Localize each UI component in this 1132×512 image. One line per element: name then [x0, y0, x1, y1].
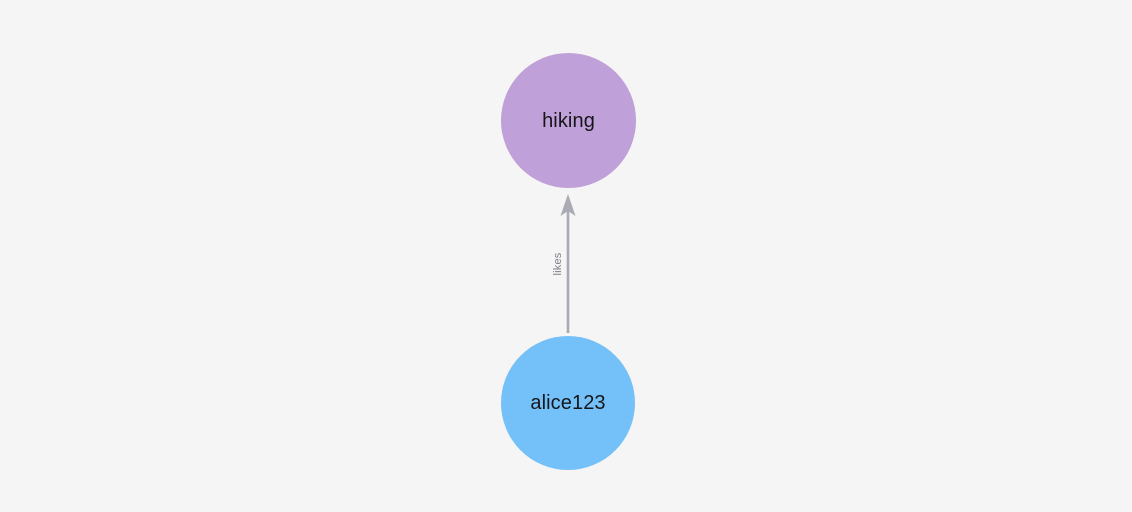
node-hiking-label: hiking — [542, 109, 595, 132]
arrowhead-up-icon — [560, 194, 576, 216]
node-alice123-label: alice123 — [530, 392, 606, 414]
node-hiking[interactable]: hiking — [501, 53, 636, 188]
node-alice123[interactable]: alice123 — [501, 336, 635, 470]
edge-label-likes: likes — [552, 252, 564, 276]
